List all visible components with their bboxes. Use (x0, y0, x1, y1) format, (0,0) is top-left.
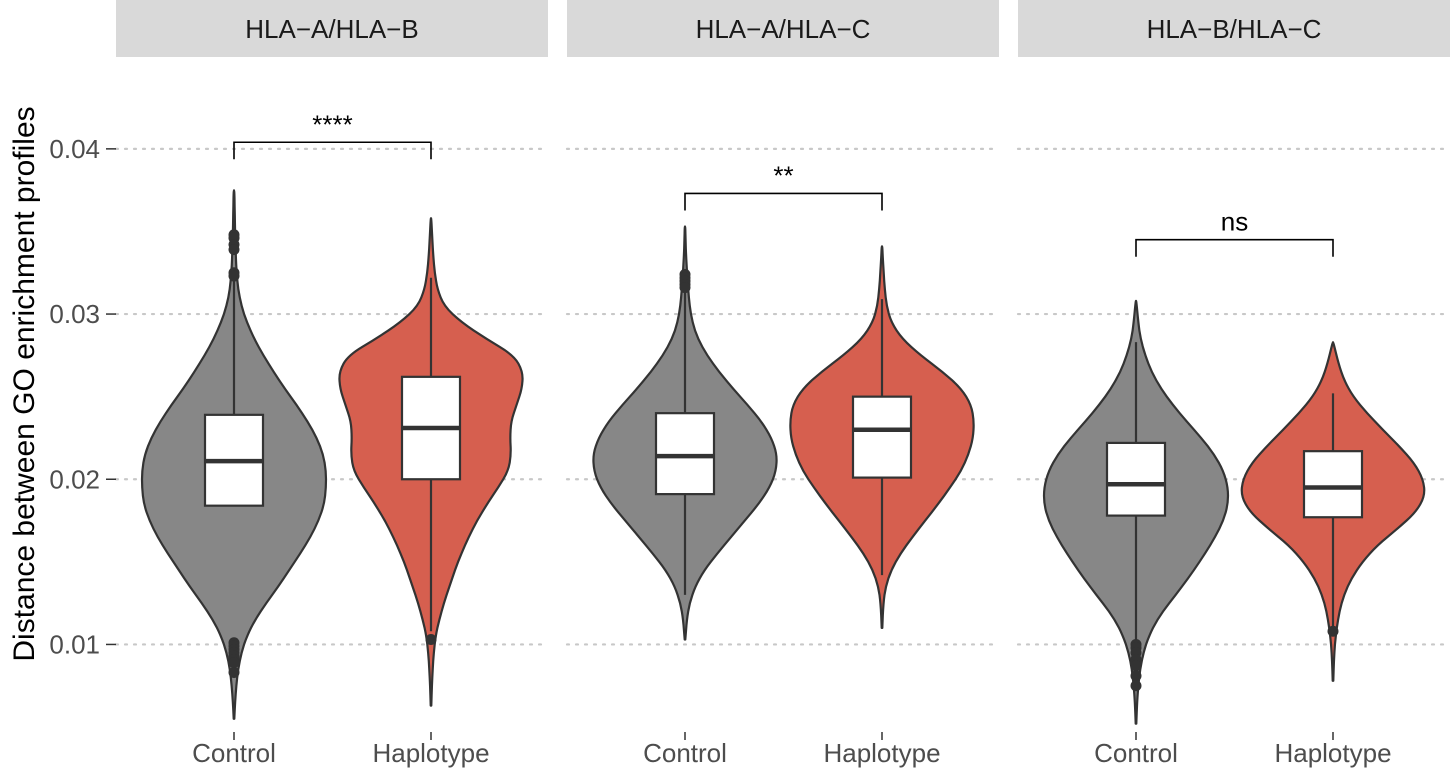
x-tick-label-2-0: Control (1094, 738, 1178, 768)
outlier-1-control-4 (679, 282, 691, 294)
significance-bracket-2 (1135, 238, 1334, 257)
x-tick-label-2-1: Haplotype (1274, 738, 1391, 768)
grid-layer (114, 147, 1451, 646)
outlier-0-control-5 (228, 270, 240, 282)
y-axis-title: Distance between GO enrichment profiles (8, 106, 41, 661)
outlier-0-control-12 (228, 657, 240, 669)
y-axis: 0.01 0.02 0.03 0.04 (49, 134, 116, 659)
panel-title-2: HLA−B/HLA−C (1147, 14, 1322, 44)
outlier-0-control-3 (228, 244, 240, 256)
group-0-haplotype: Haplotype (338, 217, 524, 768)
panel-0: HLA−A/HLA−B Control Haplotype **** (116, 0, 548, 768)
outlier-0-control-13 (228, 667, 240, 679)
panel-2: HLA−B/HLA−C Control Haplotype ns (1018, 0, 1450, 768)
group-1-haplotype: Haplotype (789, 245, 975, 768)
group-2-haplotype: Haplotype (1240, 341, 1426, 768)
box-1-haplotype (851, 395, 913, 479)
panel-1: HLA−A/HLA−C Control Haplotype ** (567, 0, 999, 768)
outlier-2-control-6 (1130, 680, 1142, 692)
group-0-control: Control (140, 189, 328, 768)
group-2-control: Control (1042, 299, 1230, 768)
outlier-2-haplotype-0 (1327, 625, 1339, 637)
outlier-2-control-4 (1130, 660, 1142, 672)
y-tick-label-1: 0.02 (49, 464, 100, 494)
significance-bracket-0 (233, 141, 432, 160)
y-tick-label-3: 0.04 (49, 134, 100, 164)
panel-title-1: HLA−A/HLA−C (696, 14, 871, 44)
significance-label-2: ns (1221, 207, 1248, 237)
x-tick-label-1-1: Haplotype (823, 738, 940, 768)
y-tick-label-2: 0.03 (49, 299, 100, 329)
box-2-control (1105, 441, 1167, 517)
panel-strip-1 (567, 0, 999, 57)
box-2-haplotype (1302, 450, 1364, 519)
panel-strip-0 (116, 0, 548, 57)
x-tick-label-0-1: Haplotype (372, 738, 489, 768)
outlier-0-haplotype-0 (425, 633, 437, 645)
significance-label-0: **** (312, 109, 352, 139)
panel-title-0: HLA−A/HLA−B (245, 14, 418, 44)
significance-label-1: ** (773, 160, 793, 190)
significance-bracket-1 (684, 192, 883, 211)
x-tick-label-0-0: Control (192, 738, 276, 768)
y-tick-label-0: 0.01 (49, 629, 100, 659)
box-1-control (654, 412, 716, 496)
x-tick-label-1-0: Control (643, 738, 727, 768)
outlier-2-control-5 (1130, 670, 1142, 682)
panel-strip-2 (1018, 0, 1450, 57)
group-1-control: Control (592, 225, 778, 768)
